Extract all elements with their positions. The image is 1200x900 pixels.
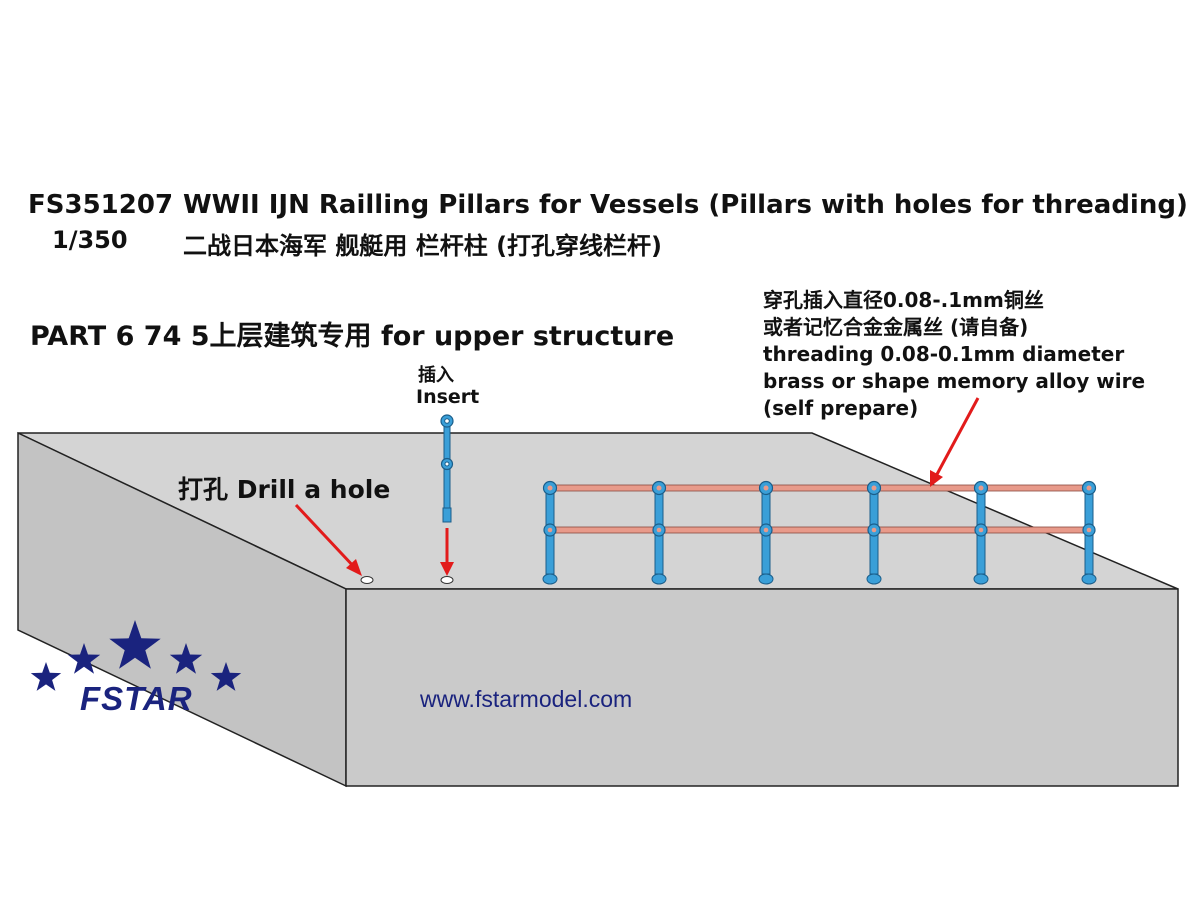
arrow-drill-hole <box>294 503 362 576</box>
product-scale: 1/350 <box>52 226 128 254</box>
part-label: PART 6 74 5上层建筑专用 for upper structure <box>30 321 675 352</box>
five-stars-icon <box>30 620 242 691</box>
threading-note-line: 或者记忆合金金属丝 (请自备) <box>763 315 1029 339</box>
top-wire <box>549 484 1090 492</box>
threading-note-line: brass or shape memory alloy wire <box>763 369 1146 393</box>
product-title-chinese: 二战日本海军 舰艇用 栏杆柱 (打孔穿线栏杆) <box>183 232 663 260</box>
star-icon <box>67 643 101 674</box>
middle-wire <box>549 526 1090 534</box>
railing-pillar <box>758 480 774 585</box>
deck-front-face <box>345 588 1179 787</box>
railing-pillar <box>651 480 667 585</box>
product-title-english: WWII IJN Railling Pillars for Vessels (P… <box>183 190 1188 220</box>
arrow-wire <box>930 397 980 487</box>
railing-pillar <box>542 480 558 585</box>
product-code: FS351207 <box>28 190 174 220</box>
threading-note-line: 穿孔插入直径0.08-.1mm铜丝 <box>763 288 1044 312</box>
star-icon <box>169 643 203 674</box>
arrow-insert <box>440 528 454 576</box>
railing-pillar <box>973 480 989 585</box>
insert-label-chinese: 插入 <box>418 365 454 386</box>
star-icon <box>30 662 62 691</box>
railing-pillars <box>542 480 1097 585</box>
website-url: www.fstarmodel.com <box>420 686 633 712</box>
threading-note-line: threading 0.08-0.1mm diameter <box>763 342 1125 366</box>
star-icon <box>109 620 161 669</box>
loose-pillar <box>440 414 454 523</box>
drill-hole <box>360 576 374 584</box>
brand-logo-text: FSTAR <box>80 680 193 717</box>
railing-pillar <box>866 480 882 585</box>
drill-hole-label: 打孔 Drill a hole <box>178 475 391 504</box>
insert-label-english: Insert <box>416 386 480 408</box>
insert-hole <box>440 576 454 584</box>
railing-pillar <box>1081 480 1097 585</box>
star-icon <box>210 662 242 691</box>
threading-note-line: (self prepare) <box>763 396 919 420</box>
